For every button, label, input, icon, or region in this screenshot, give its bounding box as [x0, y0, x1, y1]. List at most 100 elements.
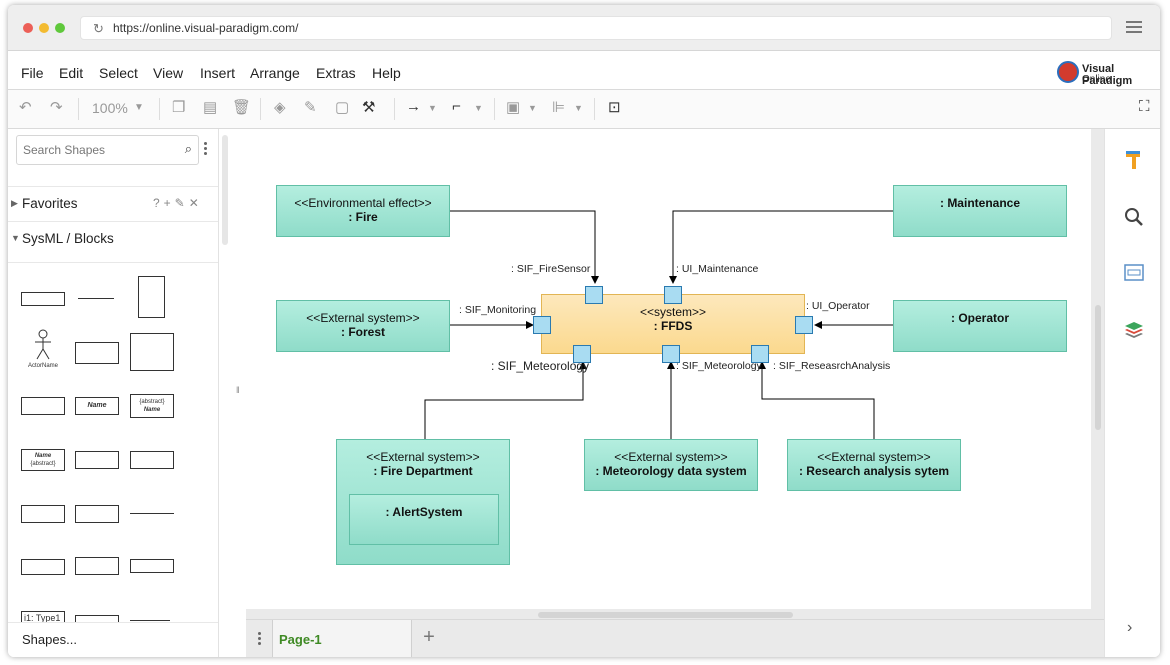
favorites-tools[interactable]: ?+✎✕	[153, 196, 203, 210]
address-bar[interactable]: ↻ https://online.visual-paradigm.com/	[80, 16, 1112, 40]
shape-constraint-block[interactable]	[75, 342, 119, 364]
shape-item-flow[interactable]	[130, 513, 174, 514]
toolbar: ↶ ↷ 100% ▼ ❐ ▤ 🗑 ◈ ✎ ▢ ⚒ → ▼ ⌐ ▼ ▣ ▼ ⊫ ▼…	[8, 90, 1160, 129]
align-icon[interactable]: ⊫	[552, 99, 566, 116]
waypoint-style-icon[interactable]: ⌐	[452, 98, 461, 115]
fullscreen-icon[interactable]: ⛶	[1139, 98, 1150, 115]
block-system-ffds[interactable]: <<system>> : FFDS	[541, 294, 805, 354]
block-stereotype: <<External system>>	[306, 311, 420, 325]
brand-subtitle: Online	[1082, 74, 1111, 85]
shape-block-compartments[interactable]	[138, 276, 165, 318]
port-monitoring[interactable]	[533, 316, 551, 334]
search-placeholder: Search Shapes	[23, 143, 106, 157]
maximize-window-button[interactable]	[55, 23, 65, 33]
canvas-horizontal-scrollbar[interactable]	[538, 612, 793, 618]
menu-select[interactable]: Select	[99, 65, 138, 81]
abstract-shape-label: {abstract}	[139, 399, 165, 405]
fill-color-icon[interactable]: ◈	[274, 99, 286, 116]
block-alert-system[interactable]: : AlertSystem	[349, 494, 499, 545]
delete-icon[interactable]: 🗑	[232, 99, 252, 116]
chevron-down-icon[interactable]: ▼	[428, 103, 437, 113]
format-painter-icon[interactable]: ⚒	[362, 99, 376, 116]
shape-interface-block[interactable]	[75, 451, 119, 469]
sidebar-scrollbar[interactable]	[222, 135, 228, 245]
port-ui-maintenance[interactable]	[664, 286, 682, 304]
chevron-down-icon[interactable]: ▼	[474, 103, 483, 113]
menu-arrange[interactable]: Arrange	[250, 65, 300, 81]
shape-block-with-ports[interactable]	[21, 292, 65, 306]
port-meteorology-left[interactable]	[573, 345, 591, 363]
menu-insert[interactable]: Insert	[200, 65, 236, 81]
diagram-canvas[interactable]: <<Environmental effect>> : Fire : Mainte…	[246, 129, 1091, 609]
line-color-icon[interactable]: ✎	[304, 99, 317, 116]
close-window-button[interactable]	[23, 23, 33, 33]
redo-icon[interactable]: ↷	[50, 99, 63, 116]
shape-reference[interactable]	[21, 559, 65, 575]
shape-block-detailed[interactable]	[130, 333, 174, 371]
search-icon[interactable]: ⌕	[184, 141, 192, 156]
shape-abstract-block[interactable]: {abstract} Name	[130, 394, 174, 418]
browser-menu-icon[interactable]	[1126, 21, 1142, 33]
shape-part[interactable]	[21, 505, 65, 523]
shape-block-ports[interactable]	[130, 451, 174, 469]
sysml-blocks-section[interactable]: ▼ SysML / Blocks	[8, 221, 218, 256]
port-meteorology-mid[interactable]	[662, 345, 680, 363]
shape-value-type[interactable]	[21, 397, 65, 415]
block-forest[interactable]: <<External system>> : Forest	[276, 300, 450, 352]
page-menu-icon[interactable]	[258, 632, 261, 647]
paste-icon[interactable]: ▤	[203, 99, 218, 116]
add-page-button[interactable]: +	[423, 626, 435, 648]
chevron-down-icon[interactable]: ▼	[134, 102, 144, 113]
menu-file[interactable]: File	[21, 65, 44, 81]
block-research-analysis-system[interactable]: <<External system>> : Research analysis …	[787, 439, 961, 491]
search-shapes-input[interactable]: Search Shapes ⌕	[16, 135, 199, 165]
tab-page-1[interactable]: Page-1	[272, 620, 412, 657]
canvas-vertical-scrollbar[interactable]	[1095, 305, 1101, 430]
port-research-analysis[interactable]	[751, 345, 769, 363]
shape-property-block[interactable]	[130, 559, 174, 573]
shape-part-with-ports[interactable]	[75, 505, 119, 523]
more-shapes-button[interactable]: Shapes...	[8, 622, 218, 657]
browser-window: ↻ https://online.visual-paradigm.com/ Fi…	[8, 5, 1160, 657]
sidebar-collapse-handle[interactable]: ‖	[236, 385, 240, 395]
format-panel-icon[interactable]	[1123, 149, 1145, 171]
menu-help[interactable]: Help	[372, 65, 401, 81]
shape-name-block[interactable]: Name	[75, 397, 119, 415]
reload-icon[interactable]: ↻	[93, 21, 104, 36]
menu-view[interactable]: View	[153, 65, 184, 81]
shape-actor[interactable]: ActorName	[28, 329, 58, 369]
shape-operation-block[interactable]	[75, 557, 119, 575]
block-environmental-fire[interactable]: <<Environmental effect>> : Fire	[276, 185, 450, 237]
canvas-area: <<Environmental effect>> : Fire : Mainte…	[246, 129, 1104, 619]
search-panel-icon[interactable]	[1123, 206, 1145, 228]
chevron-down-icon[interactable]: ▼	[574, 103, 583, 113]
block-maintenance[interactable]: : Maintenance	[893, 185, 1067, 237]
shadow-icon[interactable]: ▢	[335, 99, 350, 116]
port-fire-sensor[interactable]	[585, 286, 603, 304]
port-label-meteorology-mid: : SIF_Meteorology	[676, 360, 762, 372]
menu-extras[interactable]: Extras	[316, 65, 356, 81]
block-operator[interactable]: : Operator	[893, 300, 1067, 352]
arrange-order-icon[interactable]: ▣	[506, 99, 521, 116]
shape-dependency[interactable]	[130, 620, 170, 621]
favorites-section[interactable]: ▶ Favorites ?+✎✕	[8, 186, 218, 221]
shape-abstract-name-block[interactable]: Name {abstract}	[21, 449, 65, 471]
outline-panel-icon[interactable]	[1123, 262, 1145, 284]
copy-icon[interactable]: ❐	[172, 99, 186, 116]
shape-connector[interactable]	[78, 298, 114, 299]
chevron-down-icon[interactable]: ▼	[528, 103, 537, 113]
zoom-dropdown[interactable]: 100%	[92, 100, 128, 116]
undo-icon[interactable]: ↶	[19, 99, 32, 116]
layers-panel-icon[interactable]	[1123, 318, 1145, 340]
toolbar-separator	[159, 98, 160, 120]
shape-instance[interactable]: i1: Type1	[21, 611, 65, 623]
port-ui-operator[interactable]	[795, 316, 813, 334]
shape-instance-ports[interactable]	[75, 615, 119, 623]
menu-edit[interactable]: Edit	[59, 65, 84, 81]
select-all-icon[interactable]: ⊡	[608, 99, 621, 116]
chevron-right-icon[interactable]: ›	[1127, 619, 1133, 636]
block-meteorology-data-system[interactable]: <<External system>> : Meteorology data s…	[584, 439, 758, 491]
connector-style-icon[interactable]: →	[406, 98, 421, 115]
sidebar-menu-icon[interactable]	[204, 142, 207, 157]
minimize-window-button[interactable]	[39, 23, 49, 33]
